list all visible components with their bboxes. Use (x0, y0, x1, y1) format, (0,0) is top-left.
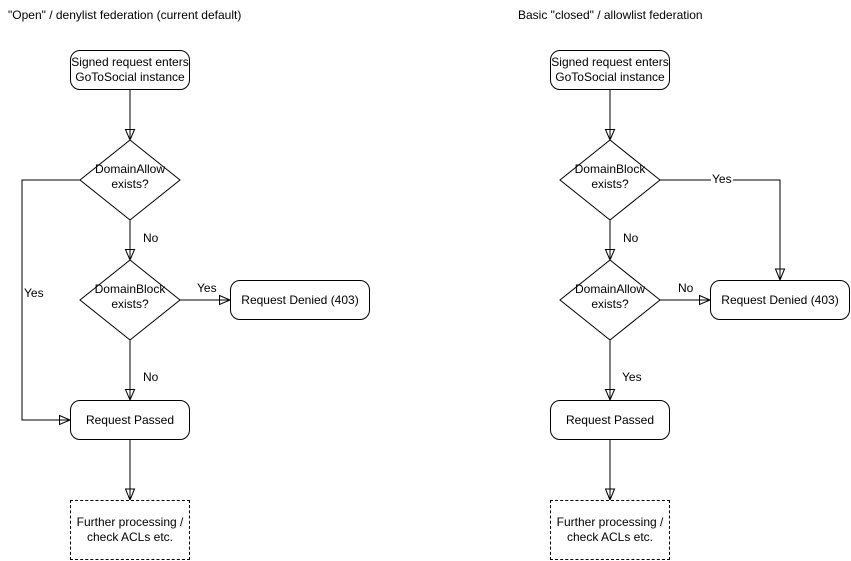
edge-label-yes-loop-left: Yes (23, 286, 45, 300)
denied-node-left-text: Request Denied (403) (241, 292, 359, 307)
decision1-diamond-right (559, 139, 661, 221)
denied-node-right-text: Request Denied (403) (721, 292, 839, 307)
edge-label-yes-denied-left: Yes (196, 281, 218, 295)
denied-node-left: Request Denied (403) (230, 280, 370, 320)
further-processing-node-left: Further processing / check ACLs etc. (70, 500, 190, 560)
start-node-left-line2: GoToSocial instance (75, 70, 185, 84)
denied-node-right: Request Denied (403) (710, 280, 850, 320)
start-node-right-line1: Signed request enters (551, 55, 669, 69)
decision2-diamond-right (559, 259, 661, 341)
decision2-diamond-left (79, 259, 181, 341)
passed-node-right-text: Request Passed (565, 412, 655, 427)
further-right-line1: Further processing / (556, 515, 664, 529)
further-left-line2: check ACLs etc. (86, 530, 174, 544)
edge-label-no-2-left: No (142, 370, 160, 384)
decision1-diamond-left (79, 139, 181, 221)
edge-label-yes-denied-right: Yes (711, 172, 733, 186)
edge-label-no-1-right: No (622, 231, 640, 245)
edge-label-yes-2-right: Yes (621, 370, 643, 384)
edge-label-no-denied-right: No (677, 281, 695, 295)
passed-node-left-text: Request Passed (85, 412, 175, 427)
diagram-title-closed-allowlist: Basic "closed" / allowlist federation (518, 8, 703, 22)
further-right-line2: check ACLs etc. (566, 530, 654, 544)
start-node-right: Signed request enters GoToSocial instanc… (550, 50, 670, 90)
further-left-line1: Further processing / (76, 515, 184, 529)
edge-label-no-1-left: No (142, 231, 160, 245)
start-node-left: Signed request enters GoToSocial instanc… (70, 50, 190, 90)
passed-node-right: Request Passed (550, 400, 670, 440)
edge-decision1-yes-to-denied-right (660, 179, 786, 282)
passed-node-left: Request Passed (70, 400, 190, 440)
start-node-right-line2: GoToSocial instance (555, 70, 665, 84)
diagram-title-open-denylist: "Open" / denylist federation (current de… (8, 8, 242, 22)
edge-decision1-yes-loop-left (21, 179, 80, 426)
further-processing-node-right: Further processing / check ACLs etc. (550, 500, 670, 560)
start-node-left-line1: Signed request enters (71, 55, 189, 69)
